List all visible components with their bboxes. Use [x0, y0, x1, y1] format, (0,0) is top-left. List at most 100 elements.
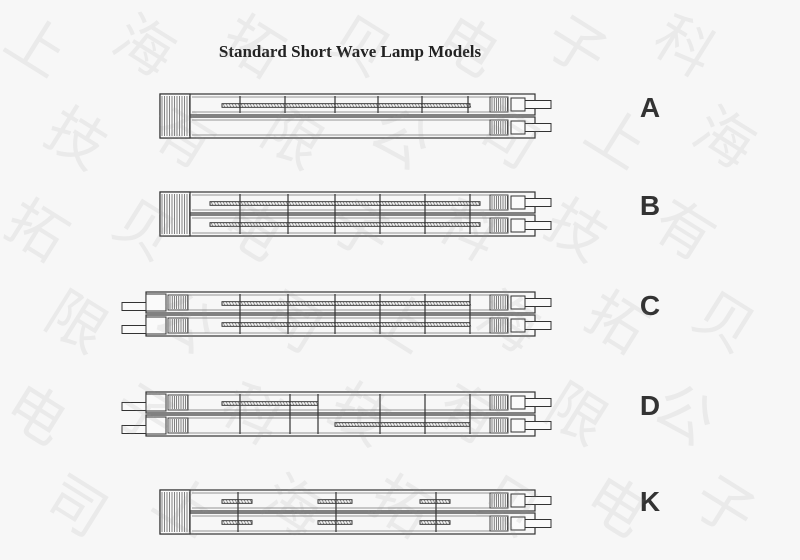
- filament-hatch: [276, 301, 280, 306]
- filament-hatch: [315, 222, 319, 227]
- filament-hatch: [404, 422, 408, 427]
- filament-hatch: [462, 201, 466, 206]
- filament-hatch: [425, 422, 429, 427]
- filament-hatch: [312, 322, 316, 327]
- filament-hatch: [372, 301, 376, 306]
- filament-hatch: [294, 201, 298, 206]
- filament-hatch: [327, 201, 331, 206]
- filament-hatch: [243, 520, 247, 525]
- filament-hatch: [354, 222, 358, 227]
- filament-hatch: [252, 201, 256, 206]
- filament-hatch: [282, 301, 286, 306]
- filament-hatch: [252, 401, 256, 406]
- filament-hatch: [411, 222, 415, 227]
- filament-hatch: [330, 322, 334, 327]
- filament-hatch: [368, 422, 372, 427]
- filament-hatch: [348, 222, 352, 227]
- filament-hatch: [351, 103, 355, 108]
- filament-hatch: [342, 499, 346, 504]
- filament-hatch: [438, 103, 442, 108]
- filament-hatch: [423, 520, 427, 525]
- filament-hatch: [441, 103, 445, 108]
- filament-hatch: [420, 520, 424, 525]
- filament-hatch: [327, 222, 331, 227]
- filament-hatch: [366, 201, 370, 206]
- filament-hatch: [447, 103, 451, 108]
- filament-hatch: [408, 103, 412, 108]
- filament-hatch: [360, 301, 364, 306]
- ceramic-sleeve: [145, 316, 167, 335]
- filament-hatch: [395, 422, 399, 427]
- filament-hatch: [249, 322, 253, 327]
- filament-hatch: [297, 301, 301, 306]
- ceramic-sleeve: [145, 416, 167, 435]
- filament-hatch: [240, 499, 244, 504]
- filament-hatch: [450, 322, 454, 327]
- filament-hatch: [440, 422, 444, 427]
- filament-hatch: [339, 301, 343, 306]
- filament-hatch: [285, 401, 289, 406]
- filament-hatch: [339, 322, 343, 327]
- filament-hatch: [249, 222, 253, 227]
- filament-hatch: [354, 103, 358, 108]
- filament-hatch: [462, 222, 466, 227]
- filament-hatch: [438, 322, 442, 327]
- filament-hatch: [387, 222, 391, 227]
- filament-hatch: [366, 301, 370, 306]
- filament-hatch: [330, 201, 334, 206]
- filament-hatch: [429, 322, 433, 327]
- filament-hatch: [294, 103, 298, 108]
- filament-hatch: [396, 103, 400, 108]
- filament-hatch: [447, 520, 451, 525]
- filament-hatch: [246, 201, 250, 206]
- filament-hatch: [384, 201, 388, 206]
- filament-hatch: [420, 322, 424, 327]
- filament-hatch: [249, 499, 253, 504]
- filament-hatch: [336, 520, 340, 525]
- filament-hatch: [255, 401, 259, 406]
- filament-hatch: [300, 401, 304, 406]
- filament-hatch: [276, 201, 280, 206]
- filament-hatch: [341, 422, 345, 427]
- filament-hatch: [261, 222, 265, 227]
- coil-block: [489, 96, 509, 113]
- filament-hatch: [228, 222, 232, 227]
- lamp-c: [121, 291, 552, 337]
- filament-hatch: [444, 222, 448, 227]
- filament-hatch: [267, 322, 271, 327]
- filament-hatch: [291, 201, 295, 206]
- filament-hatch: [327, 520, 331, 525]
- filament-hatch: [255, 103, 259, 108]
- filament-hatch: [444, 499, 448, 504]
- filament-hatch: [441, 322, 445, 327]
- filament-hatch: [435, 322, 439, 327]
- filament-hatch: [372, 103, 376, 108]
- ceramic-sleeve: [145, 393, 167, 412]
- filament-hatch: [273, 222, 277, 227]
- filament-hatch: [252, 222, 256, 227]
- filament-hatch: [396, 301, 400, 306]
- filament-hatch: [351, 201, 355, 206]
- filament-hatch: [321, 301, 325, 306]
- filament-hatch: [369, 103, 373, 108]
- filament-hatch: [222, 322, 226, 327]
- filament-hatch: [330, 103, 334, 108]
- filament-hatch: [360, 103, 364, 108]
- filament-hatch: [366, 322, 370, 327]
- filament-hatch: [390, 201, 394, 206]
- filament-hatch: [294, 322, 298, 327]
- filament-hatch: [363, 222, 367, 227]
- filament-hatch: [447, 201, 451, 206]
- filament-hatch: [321, 499, 325, 504]
- filament-hatch: [282, 201, 286, 206]
- filament-hatch: [336, 222, 340, 227]
- filament-hatch: [279, 322, 283, 327]
- filament-hatch: [435, 222, 439, 227]
- filament-hatch: [426, 222, 430, 227]
- filament-hatch: [231, 520, 235, 525]
- coil-block: [489, 194, 509, 211]
- filament-hatch: [249, 520, 253, 525]
- filament-hatch: [386, 422, 390, 427]
- filament-hatch: [240, 520, 244, 525]
- filament-hatch: [462, 322, 466, 327]
